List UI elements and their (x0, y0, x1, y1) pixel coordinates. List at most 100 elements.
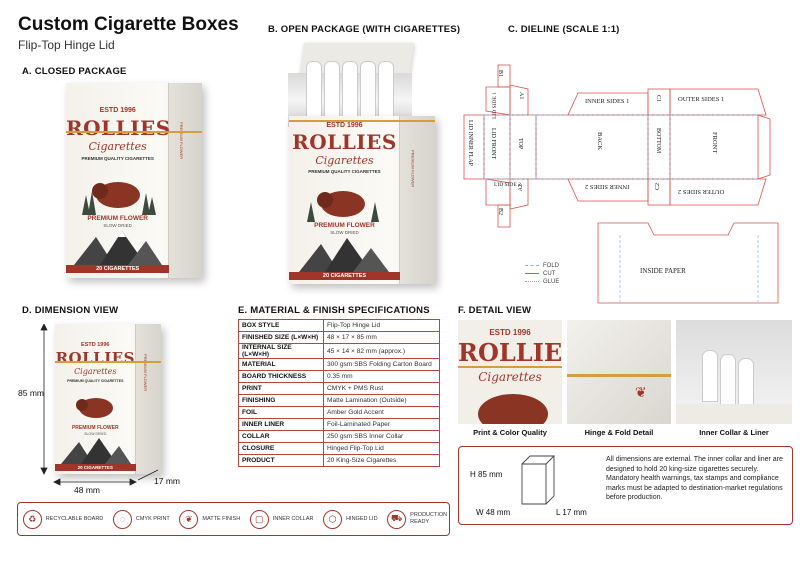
dimension-arrows (40, 324, 159, 486)
dieline-inner-sides2: INNER SIDES 2 (585, 183, 630, 190)
feature-icon-bar: ♻RECYCLABLE BOARD ◌CMYK PRINT ❦MATTE FINIS… (17, 502, 450, 536)
dieline-diagram (463, 64, 779, 304)
dimension-package-image: PREMIUM FLOWER ESTD 1996 ROLLIES Cigaret… (55, 324, 161, 474)
spec-value: 20 King-Size Cigarettes (323, 454, 440, 467)
dieline-bottom: BOTTOM (655, 128, 661, 154)
spec-key: COLLAR (238, 430, 324, 443)
feature-item: ⛟PRODUCTION READY (387, 509, 447, 529)
legend-glue: GLUE (525, 279, 559, 285)
section-b-heading: B. OPEN PACKAGE (WITH CIGARETTES) (268, 24, 461, 35)
recycle-icon: ♻ (22, 509, 42, 529)
section-c-heading: C. DIELINE (SCALE 1:1) (508, 24, 620, 35)
feature-item: ▢INNER COLLAR (249, 509, 314, 529)
spec-key: FOIL (238, 406, 324, 419)
dieline-a2: A2 (518, 184, 524, 192)
feature-label: MATTE FINISH (202, 516, 241, 522)
bison-illustration-icon (307, 191, 379, 222)
page-title: Custom Cigarette Boxes (18, 14, 239, 35)
feature-label: HINGED LID (346, 516, 378, 522)
dieline-b2: B2 (497, 208, 503, 216)
dieline-lid-inner-flap: LID INNER FLAP (467, 120, 473, 166)
feature-item: ♻RECYCLABLE BOARD (22, 509, 103, 529)
gold-stripe (66, 131, 202, 133)
pack-side-panel: PREMIUM FLOWER (134, 324, 161, 474)
spec-value: 45 × 14 × 82 mm (approx.) (323, 343, 440, 359)
pack-dried: SLOW DRIED (84, 432, 107, 436)
dim-height: 85 mm (18, 388, 44, 398)
section-d-heading: D. DIMENSION VIEW (22, 305, 119, 316)
section-e-heading: E. MATERIAL & FINISH SPECIFICATIONS (238, 305, 430, 316)
feature-label: INNER COLLAR (272, 516, 314, 522)
spec-key: INTERNAL SIZE (L×W×H) (238, 343, 324, 359)
feature-item: ◌CMYK PRINT (112, 509, 170, 529)
mountains-icon (74, 231, 162, 265)
pack-dried: SLOW DRIED (330, 230, 359, 235)
notes-panel (458, 446, 793, 525)
dieline-inside-paper: INSIDE PAPER (640, 267, 686, 275)
pack-flower: PREMIUM FLOWER (314, 222, 375, 229)
section-a-heading: A. CLOSED PACKAGE (22, 66, 127, 77)
pack-estd: ESTD 1996 (326, 122, 363, 129)
hinged-box-icon: ⬡ (323, 509, 343, 529)
cigarette-5 (378, 61, 394, 123)
cigarette-2 (324, 61, 340, 123)
dieline-lid-side2: LID SIDE 2 (494, 182, 521, 188)
spec-value: Hinged Flip-Top Lid (323, 442, 440, 455)
pack-brand: ROLLIES (292, 130, 397, 154)
spec-key: PRINT (238, 382, 324, 395)
feature-label: CMYK PRINT (135, 516, 170, 522)
dieline-a1: A1 (518, 92, 524, 100)
pack-flower: PREMIUM FLOWER (87, 215, 149, 222)
dieline-lid-front: LID FRONT (490, 128, 496, 160)
spec-value: Flip-Top Hinge Lid (323, 319, 440, 332)
box-outline-icon (521, 455, 556, 505)
dieline-top: TOP (517, 138, 523, 150)
gold-stripe (289, 120, 435, 122)
pack-count: 20 CIGARETTES (55, 464, 136, 471)
leaf-icon: ❦ (179, 509, 199, 529)
dieline-back: BACK (596, 132, 603, 151)
box-dim-w: W 48 mm (476, 508, 511, 517)
spec-value: 250 gsm SBS Inner Collar (323, 430, 440, 443)
dieline-c2: C2 (655, 183, 661, 191)
closed-package-image: PREMIUM FLOWER ESTD 1996 ROLLIES Cigaret… (66, 83, 202, 278)
spec-key: FINISHING (238, 394, 324, 407)
legend-cut: CUT (525, 271, 555, 277)
leaf-icon: ❦ (635, 384, 647, 400)
spec-value: Matte Lamination (Outside) (323, 394, 440, 407)
detail-hinge-image: ❦ (567, 320, 671, 424)
spec-key: BOX STYLE (238, 319, 324, 332)
spec-key: FINISHED SIZE (L×W×H) (238, 331, 324, 344)
dim-depth: 17 mm (154, 476, 180, 486)
collar-box-icon: ▢ (249, 509, 269, 529)
cigarette-3 (342, 61, 358, 123)
spec-key: BOARD THICKNESS (238, 370, 324, 383)
dieline-lid-side1: LID SIDE 1 (492, 92, 498, 119)
spec-key: MATERIAL (238, 358, 324, 371)
pack-script: Cigarettes (74, 367, 117, 376)
bison-detail-icon (478, 394, 548, 424)
spec-row: INTERNAL SIZE (L×W×H)45 × 14 × 82 mm (ap… (238, 343, 440, 359)
pack-estd: ESTD 1996 (99, 107, 136, 114)
section-f-heading: F. DETAIL VIEW (458, 305, 532, 316)
dim-width: 48 mm (74, 485, 100, 495)
bison-illustration-icon (76, 398, 113, 418)
pack-count: 20 CIGARETTES (66, 265, 170, 273)
spec-value: 0.35 mm (323, 370, 440, 383)
detail-collar-image (676, 320, 792, 424)
cmyk-drop-icon: ◌ (112, 509, 132, 529)
feature-item: ⬡HINGED LID (323, 509, 378, 529)
cigarette-1 (306, 61, 322, 123)
pack-estd: ESTD 1996 (81, 342, 110, 348)
pack-count: 20 CIGARETTES (289, 272, 400, 280)
box-dim-l: L 17 mm (556, 508, 587, 517)
dieline-c1: C1 (655, 95, 661, 103)
pack-script: Cigarettes (88, 140, 147, 153)
open-package-image: PREMIUM FLOWER ESTD 1996 ROLLIES Cigaret… (289, 116, 435, 284)
